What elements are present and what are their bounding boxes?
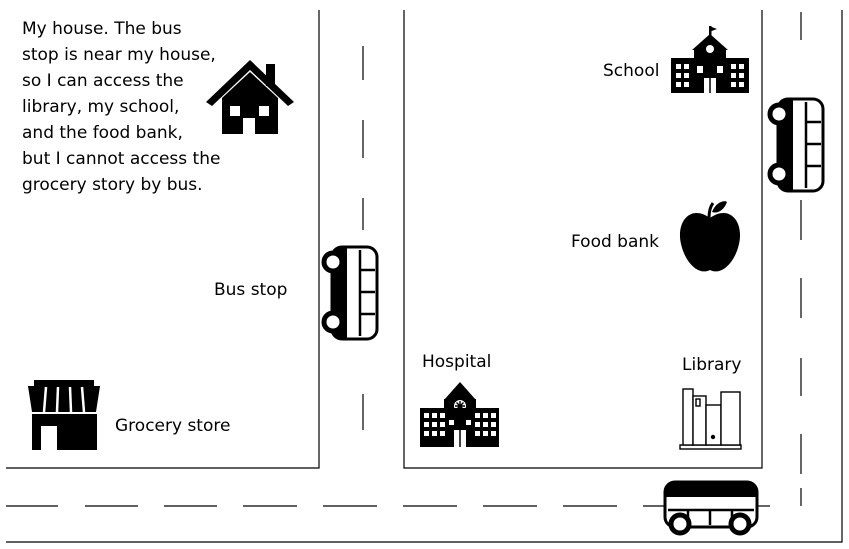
library-icon <box>679 388 742 450</box>
bus-stop-label: Bus stop <box>214 280 288 300</box>
school-label: School <box>603 61 660 81</box>
hospital-label: Hospital <box>422 352 492 372</box>
note-line: My house. The bus <box>22 19 182 39</box>
house-icon <box>206 60 294 134</box>
map-outer-border <box>6 10 843 543</box>
library-label: Library <box>682 355 742 375</box>
apple-icon <box>679 201 741 272</box>
note-line: grocery story by bus. <box>22 175 203 195</box>
bus-icon-right-road <box>767 97 825 193</box>
note-line: but I cannot access the <box>22 149 221 169</box>
road-markings <box>6 12 802 507</box>
store-icon <box>28 380 100 450</box>
house-description-note: My house. The bus stop is near my house,… <box>22 16 222 198</box>
bus-icon-bottom-road <box>663 480 759 536</box>
grocery-store-label: Grocery store <box>115 416 231 436</box>
bus-icon-bus-stop <box>321 245 379 341</box>
note-line: library, my school, <box>22 97 180 117</box>
note-line: and the food bank, <box>22 123 183 143</box>
hospital-icon <box>420 382 499 447</box>
left-block-outline <box>6 10 320 469</box>
food-bank-label: Food bank <box>571 232 659 252</box>
note-line: so I can access the <box>22 71 184 91</box>
right-block-outline <box>403 10 763 469</box>
note-line: stop is near my house, <box>22 45 216 65</box>
school-icon <box>671 26 749 93</box>
